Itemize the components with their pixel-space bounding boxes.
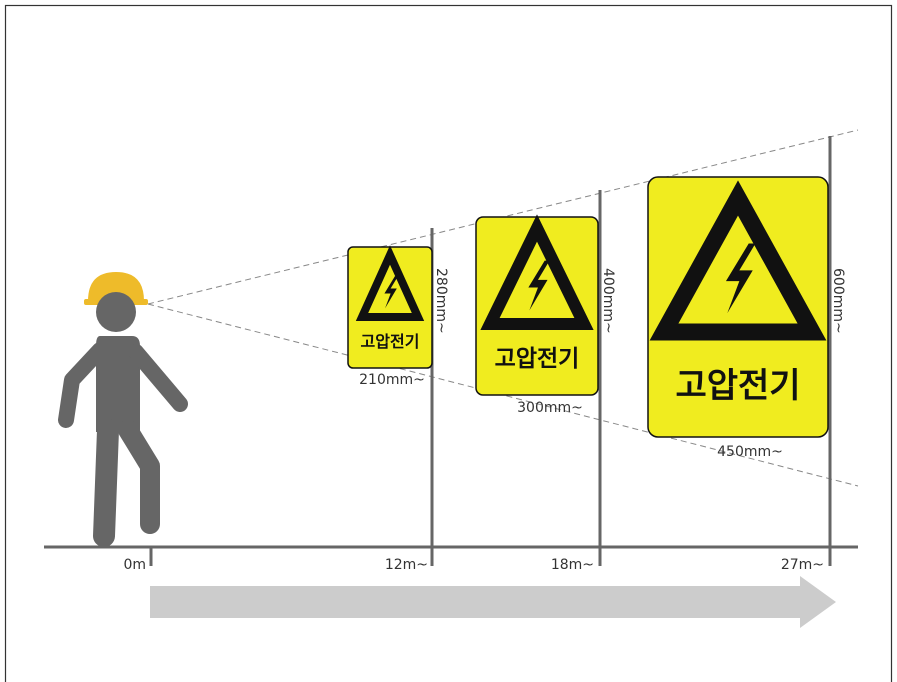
helmet-icon bbox=[88, 272, 144, 301]
sign-height-label: 400mm~ bbox=[600, 268, 616, 334]
lower-sight-line bbox=[147, 303, 859, 487]
sign-unit: 고압전기 280mm~ 210mm~ 12m~ bbox=[347, 228, 449, 573]
sign-width-label: 450mm~ bbox=[717, 444, 783, 460]
sign-text: 고압전기 bbox=[361, 332, 420, 351]
high-voltage-warning-icon bbox=[355, 245, 425, 321]
torso-shape bbox=[96, 336, 140, 432]
head-shape bbox=[96, 292, 136, 332]
sign-text: 고압전기 bbox=[675, 366, 800, 406]
lightning-bolt-icon bbox=[384, 276, 399, 309]
sign-height-label: 280mm~ bbox=[433, 268, 449, 334]
sign-unit: 고압전기 600mm~ 450mm~ 27m~ bbox=[647, 136, 846, 573]
distance-label: 18m~ bbox=[551, 557, 594, 573]
lightning-bolt-icon bbox=[528, 260, 550, 311]
sign-unit: 고압전기 400mm~ 300mm~ 18m~ bbox=[475, 190, 616, 573]
worker-with-helmet-icon bbox=[58, 272, 188, 547]
diagram-border bbox=[4, 4, 893, 682]
distance-label: 27m~ bbox=[781, 557, 824, 573]
signs-layer: 고압전기 280mm~ 210mm~ 12m~ 고압전기 400mm~ 300mm~ 18m~… bbox=[347, 136, 846, 573]
origin-label: 0m bbox=[123, 557, 146, 573]
high-voltage-warning-icon bbox=[480, 214, 594, 330]
high-voltage-warning-icon bbox=[649, 180, 827, 341]
sign-width-label: 210mm~ bbox=[359, 372, 425, 388]
lightning-bolt-icon bbox=[725, 243, 756, 314]
sign-height-label: 600mm~ bbox=[830, 268, 846, 334]
distance-label: 12m~ bbox=[385, 557, 428, 573]
sign-width-label: 300mm~ bbox=[517, 400, 583, 416]
sign-text: 고압전기 bbox=[495, 346, 580, 372]
right-arrow-icon bbox=[150, 576, 836, 628]
